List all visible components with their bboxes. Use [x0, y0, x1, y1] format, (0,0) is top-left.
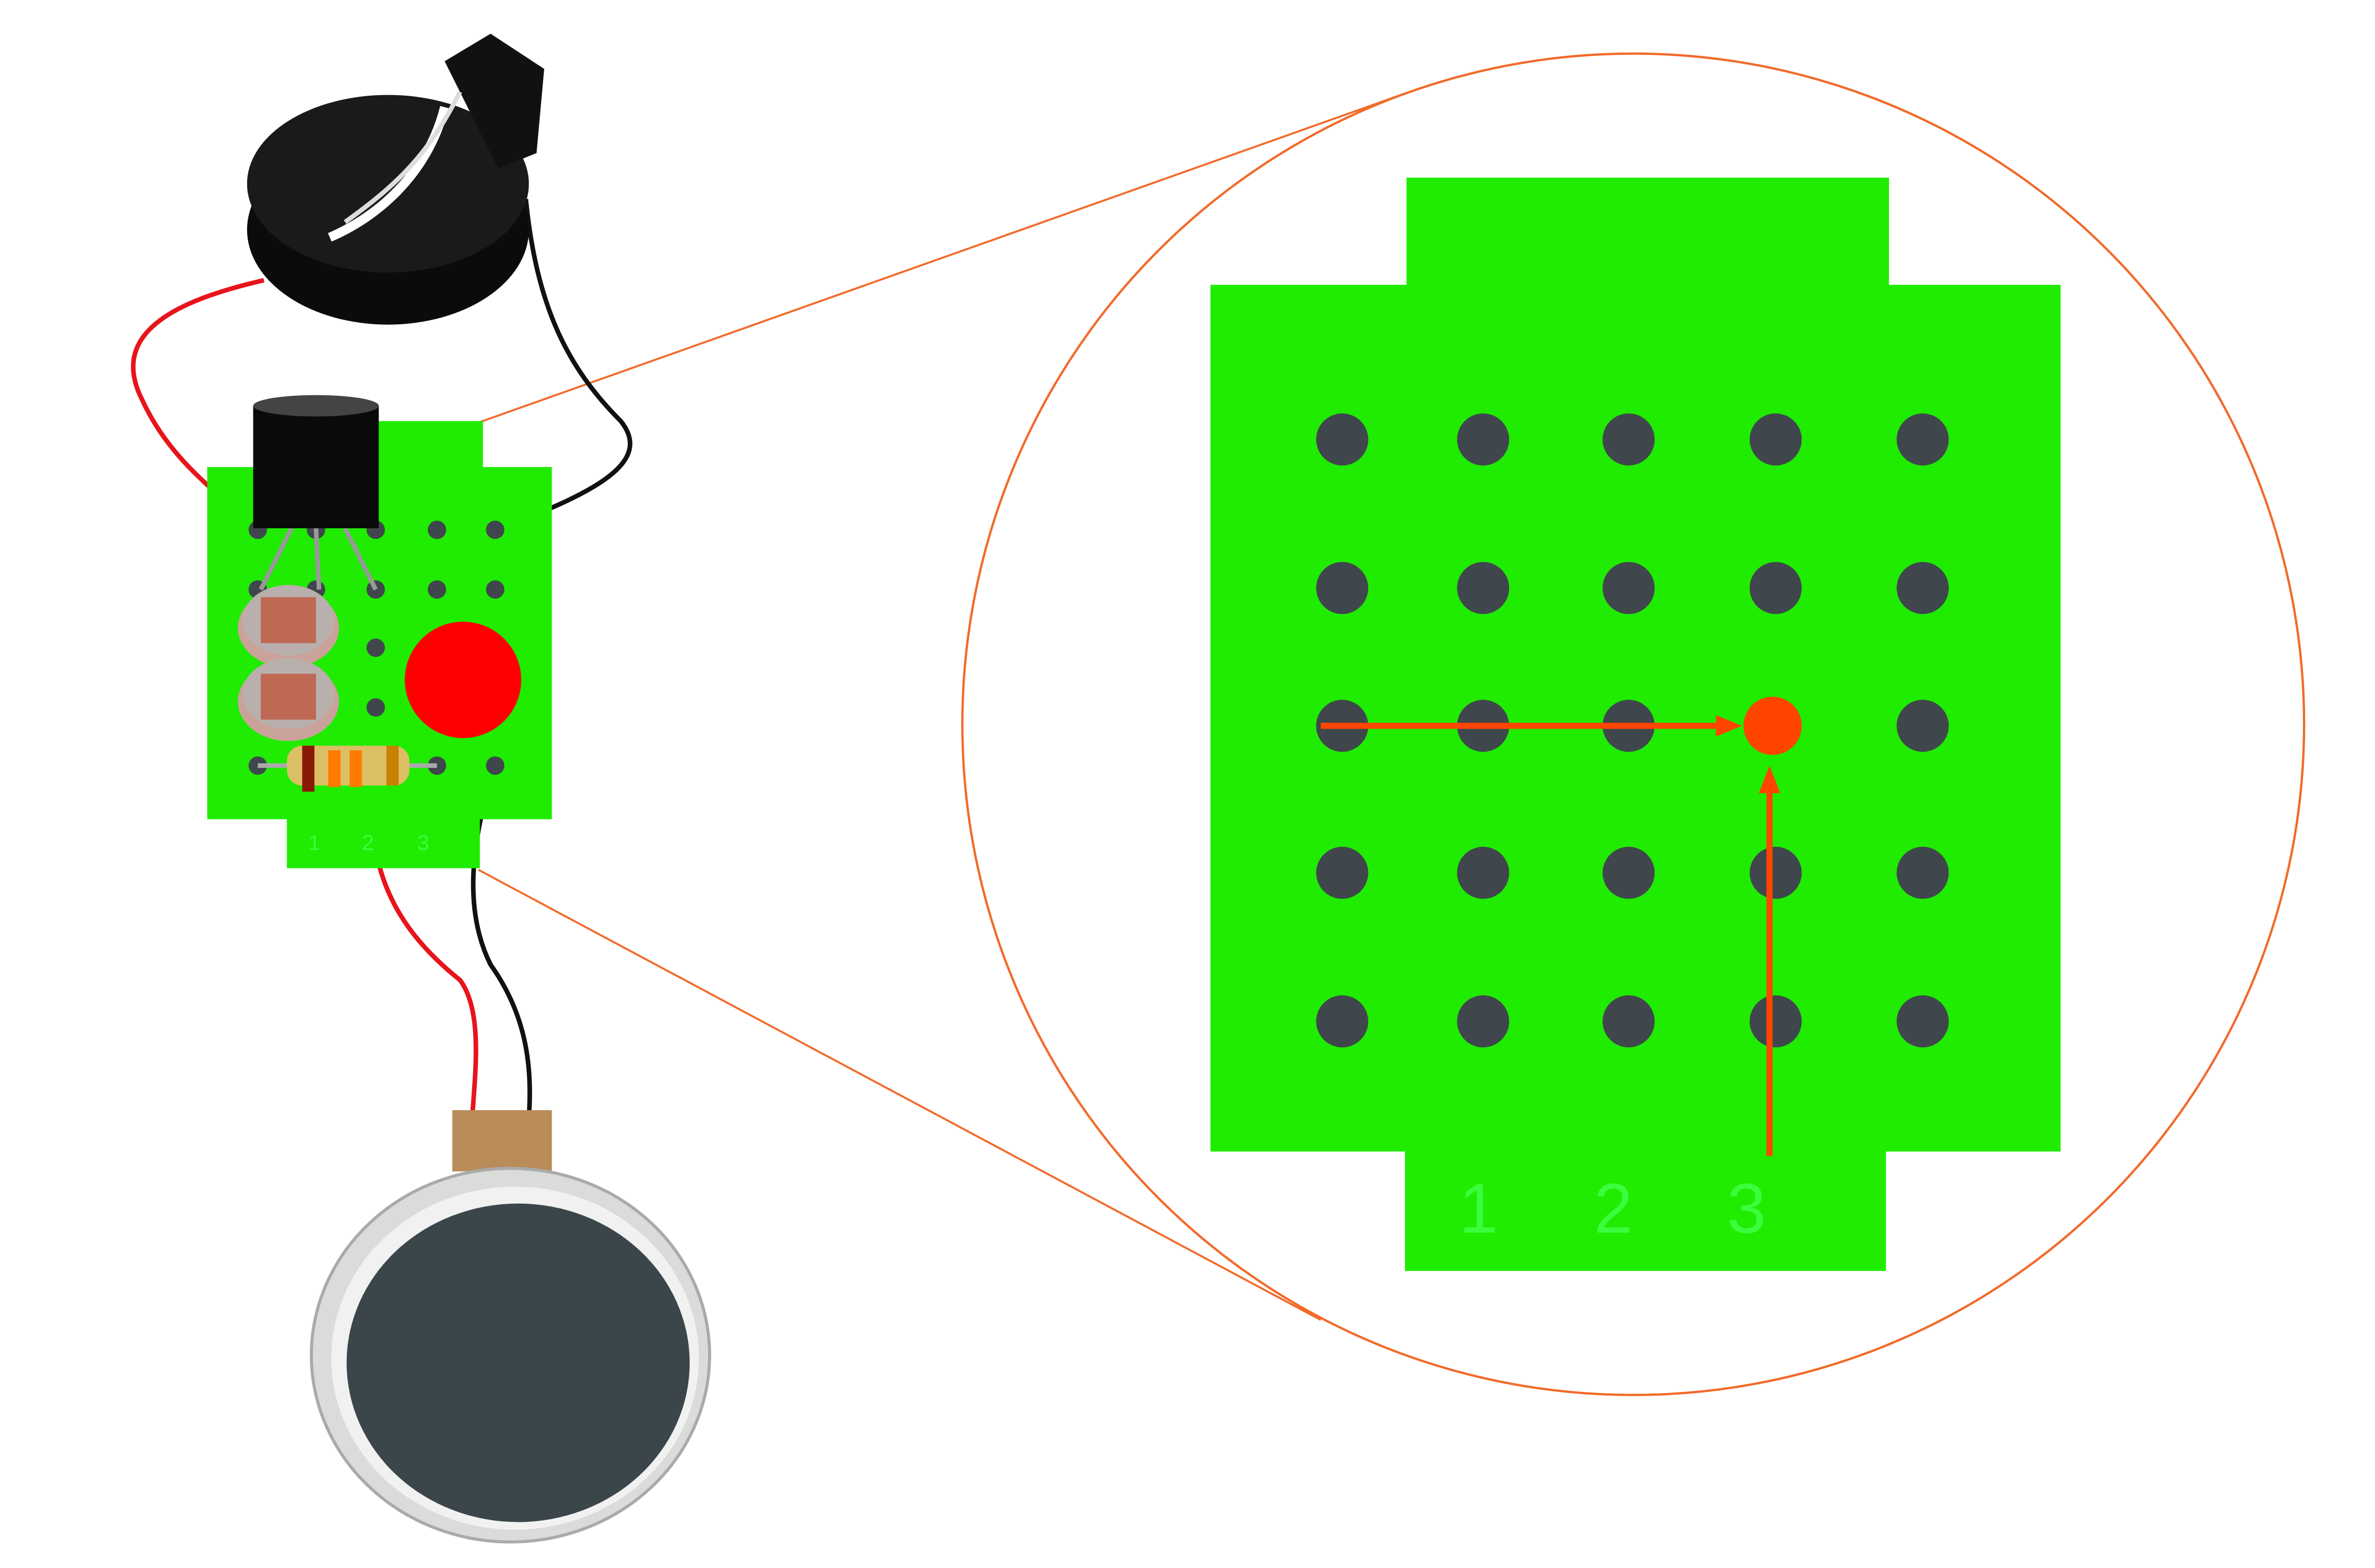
small-hole-r2-c5 [486, 580, 505, 599]
zoom-hole-r5-c2 [1457, 995, 1510, 1048]
zoom-hole-r3-c5 [1897, 700, 1949, 752]
callout-line-top [478, 91, 1410, 424]
photoresistor-top [238, 585, 339, 668]
zoom-col-label-2: 2 [1594, 1170, 1633, 1248]
small-hole-r3-c3 [366, 638, 385, 657]
motor-black-wire [471, 765, 532, 1118]
zoom-hole-r5-c4 [1749, 995, 1802, 1048]
small-hole-r5-c5 [486, 756, 505, 775]
zoom-hole-r1-c2 [1457, 413, 1510, 466]
zoom-hole-r4-c5 [1897, 846, 1949, 899]
vertical-arrowhead [1759, 765, 1780, 793]
zoom-hole-r2-c5 [1897, 562, 1949, 614]
zoom-hole-r4-c3 [1602, 846, 1655, 899]
zoom-circle [961, 52, 2306, 1397]
small-col-label-1: 1 [309, 831, 321, 855]
zoom-hole-r2-c1 [1316, 562, 1369, 614]
red-pad [404, 621, 522, 739]
vibration-motor [310, 1110, 711, 1544]
zoom-hole-r4-c1 [1316, 846, 1369, 899]
small-hole-r4-c3 [366, 698, 385, 717]
small-col-label-3: 3 [417, 831, 430, 855]
battery-holder [247, 34, 545, 325]
zoom-hole-r2-c4 [1749, 562, 1802, 614]
zoom-hole-r4-c2 [1457, 846, 1510, 899]
horizontal-arrowhead [1716, 715, 1742, 737]
zoom-hole-r5-c1 [1316, 995, 1369, 1048]
zoom-col-label-3: 3 [1727, 1170, 1767, 1248]
zoomed-board: 1 2 3 [1210, 177, 2061, 1271]
zoom-hole-r1-c5 [1897, 413, 1949, 466]
callout-line-bottom [477, 868, 1321, 1321]
photoresistor-bottom [238, 658, 339, 741]
zoom-hole-r1-c1 [1316, 413, 1369, 466]
highlighted-hole [1743, 696, 1802, 755]
zoom-hole-r2-c2 [1457, 562, 1510, 614]
small-hole-r1-c4 [427, 520, 446, 539]
small-col-label-2: 2 [362, 831, 374, 855]
zoom-hole-r4-c4 [1749, 846, 1802, 899]
transistor [253, 395, 379, 591]
zoom-hole-r1-c4 [1749, 413, 1802, 466]
small-hole-r2-c4 [427, 580, 446, 599]
zoom-hole-r5-c3 [1602, 995, 1655, 1048]
zoom-hole-r5-c5 [1897, 995, 1949, 1048]
zoom-hole-r1-c3 [1602, 413, 1655, 466]
zoom-col-label-1: 1 [1459, 1170, 1499, 1248]
resistor [258, 745, 437, 792]
small-board: 1 2 3 [207, 395, 552, 868]
zoom-hole-r2-c3 [1602, 562, 1655, 614]
battery-black-wire [494, 199, 633, 532]
small-hole-r1-c5 [486, 520, 505, 539]
